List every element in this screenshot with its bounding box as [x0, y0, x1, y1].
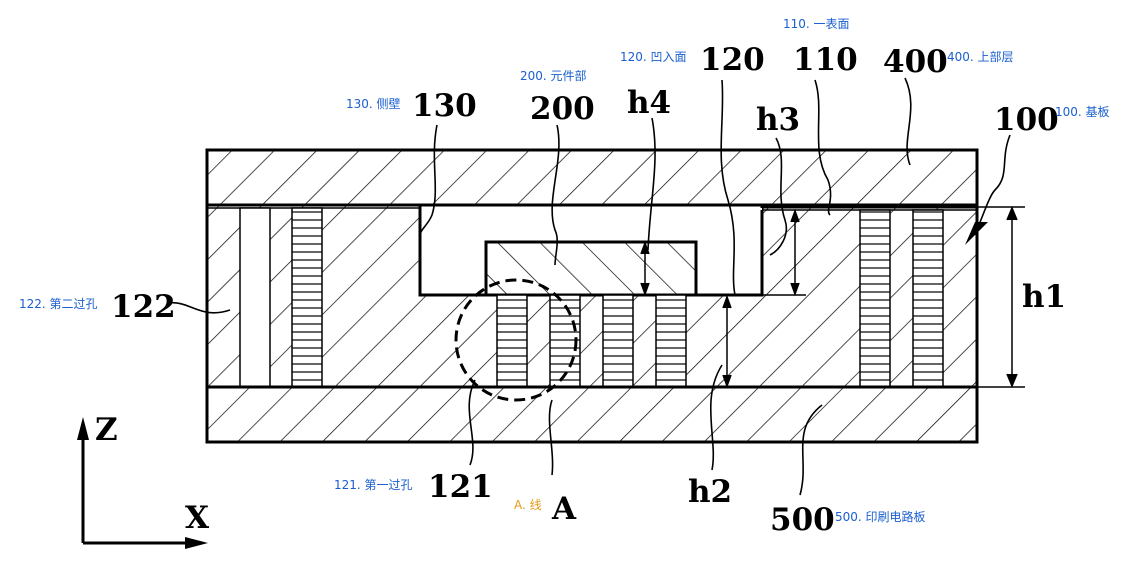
label-122: 122 — [111, 289, 176, 325]
label-121: 121 — [428, 469, 493, 505]
dimension-lines — [640, 206, 1025, 389]
label-400: 400 — [883, 44, 948, 80]
pcb-500 — [205, 385, 979, 444]
annotation-130: 130. 侧壁 — [346, 96, 401, 111]
reference-numerals: 130 200 h4 120 110 400 h3 100 122 h1 121… — [95, 42, 1066, 538]
label-h2: h2 — [688, 474, 732, 510]
annotation-100: 100. 基板 — [1055, 105, 1110, 119]
annotation-500: 500. 印刷电路板 — [835, 509, 926, 524]
label-110: 110 — [793, 42, 858, 78]
label-100: 100 — [994, 102, 1059, 138]
label-130: 130 — [412, 88, 477, 124]
label-500: 500 — [770, 502, 835, 538]
label-120: 120 — [700, 42, 765, 78]
annotation-110: 110. 一表面 — [783, 17, 850, 31]
detail-circle-a — [454, 278, 578, 402]
annotation-120: 120. 凹入面 — [620, 50, 687, 64]
element-part-200 — [484, 240, 698, 297]
axis-x-label: X — [185, 500, 210, 536]
annotation-400: 400. 上部层 — [947, 49, 1014, 64]
label-h3: h3 — [756, 102, 800, 138]
annotation-122: 122. 第二过孔 — [19, 297, 98, 311]
annotation-121: 121. 第一过孔 — [334, 478, 413, 492]
label-a: A — [551, 491, 577, 527]
axis-arrows — [77, 417, 208, 549]
annotation-200: 200. 元件部 — [520, 68, 587, 83]
leader-lines — [167, 77, 1011, 496]
annotation-a: A. 线 — [514, 498, 542, 512]
label-200: 200 — [530, 91, 595, 127]
label-h1: h1 — [1022, 279, 1066, 315]
annotations: 110. 一表面 120. 凹入面 200. 元件部 400. 上部层 100.… — [19, 17, 1110, 524]
axis-z-label: Z — [95, 412, 118, 448]
upper-layer-400 — [205, 148, 979, 207]
label-h4: h4 — [627, 85, 671, 121]
